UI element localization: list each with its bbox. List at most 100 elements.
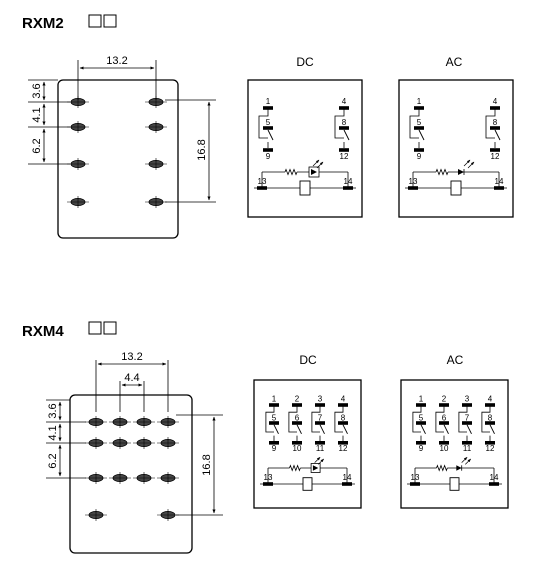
rxm2-code-box-2	[103, 14, 117, 28]
terminal-label: 12	[491, 152, 500, 161]
rxm4-ac-schematic: AC 1 5 9 2 6 10 3 7 11 4 8 12 13 14	[400, 353, 509, 509]
rxm4-dim-width: 13.2	[121, 351, 142, 363]
rxm2-pin	[67, 158, 89, 170]
terminal-label: 9	[419, 444, 424, 453]
rxm2-ac-frame	[398, 79, 514, 218]
terminal-label: 8	[488, 413, 493, 422]
terminal-label: 1	[419, 394, 424, 403]
terminal-label: 9	[272, 444, 277, 453]
terminal-label: 5	[272, 413, 277, 422]
rxm2-title: RXM2	[22, 15, 64, 32]
terminal-label: 6	[295, 413, 300, 422]
rxm2-dc-label: DC	[296, 55, 314, 69]
rxm4-outline-view: 13.2 4.4 3.6 4.1 6.2 16.8	[46, 351, 223, 554]
terminal-label: 7	[318, 413, 323, 422]
rxm2-dc-schematic: DC 1 5 9 4 8 12 13 14	[247, 55, 363, 218]
terminal-label: 8	[342, 118, 347, 127]
terminal-label: 4	[493, 97, 498, 106]
coil-symbol	[450, 180, 462, 196]
rxm4-pin	[157, 437, 179, 449]
rxm2-pin	[67, 121, 89, 133]
rxm4-pin	[85, 509, 107, 521]
rxm2-pin	[145, 158, 167, 170]
terminal-label: 14	[343, 473, 352, 482]
rxm2-outline-view: 13.2 3.6 4.1 6.2 16.8	[28, 55, 216, 239]
terminal-label: 5	[419, 413, 424, 422]
rxm2-section: RXM2 13.2 3.6 4.1 6.2 1	[22, 14, 514, 239]
terminal-label: 12	[340, 152, 349, 161]
rxm4-title: RXM4	[22, 323, 64, 340]
rxm4-dc-label: DC	[299, 353, 317, 367]
rxm2-pin	[67, 196, 89, 208]
rxm4-pin	[85, 472, 107, 484]
terminal-label: 10	[440, 444, 449, 453]
terminal-label: 2	[442, 394, 447, 403]
terminal-label: 1	[272, 394, 277, 403]
terminal-label: 5	[266, 118, 271, 127]
rxm4-section: RXM4 13.2 4.4 3.6 4.1 6.2	[22, 321, 509, 554]
terminal-label: 11	[463, 444, 472, 453]
rxm2-dc-frame	[247, 79, 363, 218]
rxm2-dim-mid: 4.1	[31, 107, 43, 122]
terminal-label: 14	[490, 473, 499, 482]
rxm4-pin	[133, 416, 155, 428]
rxm2-relay-body	[57, 79, 179, 239]
terminal-label: 4	[488, 394, 493, 403]
rxm4-code-box-1	[88, 321, 102, 335]
coil-symbol	[449, 477, 460, 491]
rxm2-ac-label: AC	[446, 55, 463, 69]
rxm2-dim-height: 16.8	[196, 139, 208, 160]
terminal-label: 7	[465, 413, 470, 422]
terminal-label: 3	[465, 394, 470, 403]
terminal-label: 4	[341, 394, 346, 403]
terminal-label: 13	[411, 473, 420, 482]
rxm4-pin	[157, 509, 179, 521]
rxm4-relay-body	[69, 394, 193, 554]
rxm2-dim-width: 13.2	[106, 55, 127, 67]
rxm2-code-box-1	[88, 14, 102, 28]
terminal-label: 12	[486, 444, 495, 453]
terminal-label: 14	[344, 177, 353, 186]
rxm4-pin	[109, 472, 131, 484]
terminal-label: 13	[258, 177, 267, 186]
rxm4-pin	[157, 472, 179, 484]
rxm2-dim-low: 6.2	[31, 138, 43, 153]
rxm4-pin	[85, 416, 107, 428]
rxm4-pin	[133, 472, 155, 484]
terminal-label: 10	[293, 444, 302, 453]
rxm4-dim-top: 3.6	[47, 403, 59, 418]
terminal-label: 1	[266, 97, 271, 106]
rxm4-pin	[109, 437, 131, 449]
coil-symbol	[302, 477, 313, 491]
rxm4-ac-label: AC	[447, 353, 464, 367]
terminal-label: 3	[318, 394, 323, 403]
terminal-label: 4	[342, 97, 347, 106]
coil-symbol	[299, 180, 311, 196]
rxm4-ac-frame	[400, 379, 509, 509]
rxm4-dim-mid: 4.1	[47, 425, 59, 440]
terminal-label: 12	[339, 444, 348, 453]
terminal-label: 2	[295, 394, 300, 403]
terminal-label: 5	[417, 118, 422, 127]
terminal-label: 11	[316, 444, 325, 453]
rxm4-dim-pitch: 4.4	[124, 372, 139, 384]
terminal-label: 14	[495, 177, 504, 186]
rxm4-pin	[109, 416, 131, 428]
rxm4-pin	[85, 437, 107, 449]
rxm2-pin-grid	[67, 96, 167, 208]
terminal-label: 1	[417, 97, 422, 106]
rxm2-pin	[145, 121, 167, 133]
rxm2-ac-schematic: AC 1 5 9 4 8 12 13 14	[398, 55, 514, 218]
rxm4-pin	[157, 416, 179, 428]
rxm4-dim-low: 6.2	[47, 453, 59, 468]
rxm4-pin	[133, 437, 155, 449]
terminal-label: 9	[266, 152, 271, 161]
terminal-label: 8	[493, 118, 498, 127]
terminal-label: 9	[417, 152, 422, 161]
rxm4-code-box-2	[103, 321, 117, 335]
terminal-label: 6	[442, 413, 447, 422]
terminal-label: 13	[409, 177, 418, 186]
rxm4-dc-frame	[253, 379, 362, 509]
